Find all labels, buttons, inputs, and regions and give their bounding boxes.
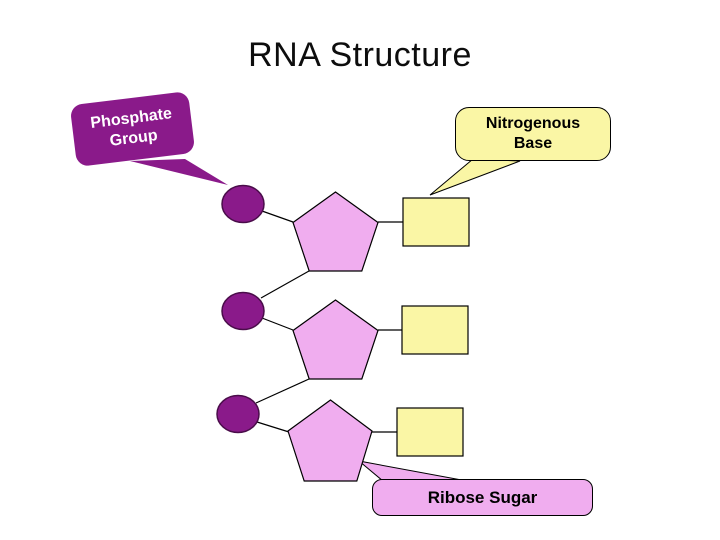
page-title: RNA Structure: [248, 36, 472, 74]
nucleotide-unit-1: [221, 184, 470, 272]
nitrogenous-base-callout-label-line1: Nitrogenous: [485, 115, 581, 132]
bond-sugar2-phosphate3: [255, 378, 310, 404]
phosphate-circle-1: [221, 184, 265, 224]
nitrogenous-base-callout: Nitrogenous Base: [455, 107, 611, 161]
nucleotide-unit-3: [216, 394, 464, 482]
phosphate-callout-label-line2: Group: [108, 127, 159, 150]
ribose-sugar-callout-label: Ribose Sugar: [427, 487, 538, 507]
base-rectangle-2: [401, 305, 469, 355]
ribose-sugar-callout-tail: [357, 460, 468, 482]
ribose-pentagon-2: [292, 299, 379, 380]
base-rectangle-1: [402, 197, 470, 247]
phosphate-circle-2: [221, 291, 265, 331]
bond-phosphate1-sugar1: [261, 210, 294, 223]
phosphate-circle-3: [216, 394, 260, 434]
bond-phosphate2-sugar2: [261, 317, 294, 331]
bond-sugar1-phosphate2: [260, 270, 310, 299]
nucleotide-unit-2: [221, 291, 469, 380]
phosphate-callout-tail: [130, 159, 228, 185]
base-rectangle-3: [396, 407, 464, 457]
ribose-pentagon-1: [292, 191, 379, 272]
nitrogenous-base-callout-tail: [429, 158, 521, 196]
ribose-pentagon-3: [287, 399, 373, 482]
bond-phosphate3-sugar3: [256, 421, 290, 433]
ribose-sugar-callout: Ribose Sugar: [372, 479, 593, 516]
nitrogenous-base-callout-label-line2: Base: [513, 135, 553, 152]
bond-lines: [255, 210, 403, 433]
